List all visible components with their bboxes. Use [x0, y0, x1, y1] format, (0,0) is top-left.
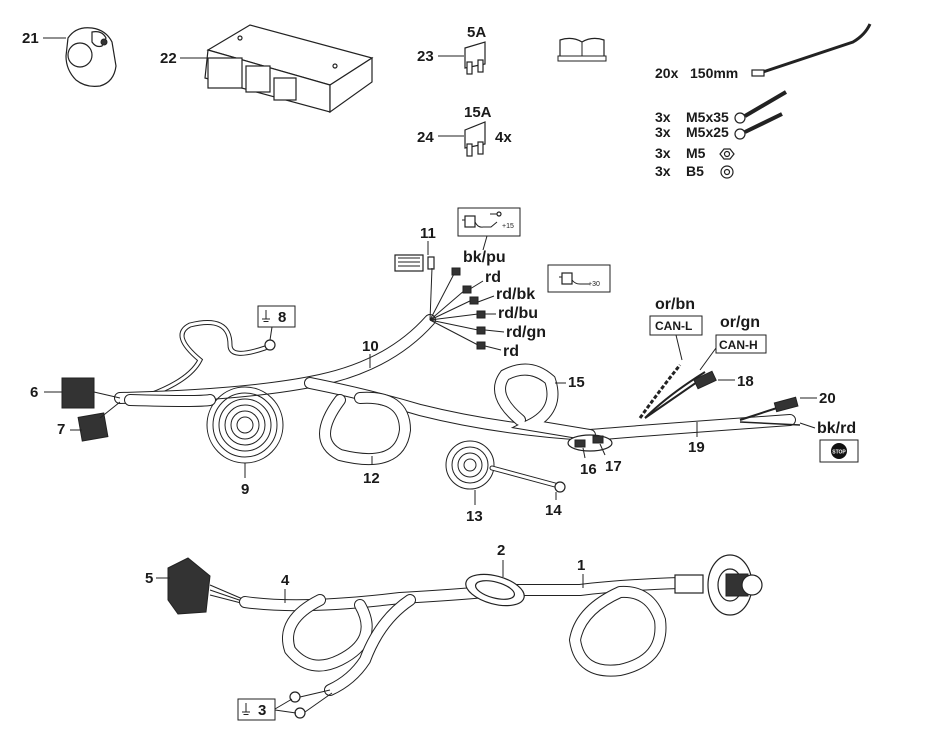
ground-icon — [262, 310, 270, 322]
part-number-5: 5 — [145, 570, 153, 587]
part-number-22: 22 — [160, 50, 177, 67]
wire-color-6: rd — [503, 343, 519, 360]
cable-tie-size: 150mm — [690, 65, 738, 81]
part-number-16: 16 — [580, 461, 597, 478]
nut-icon — [719, 148, 735, 160]
battery-icon — [462, 215, 476, 228]
hardware-name-1: M5x35 — [686, 109, 729, 125]
fuse-15a-icon — [464, 121, 486, 157]
ignition-label: +15 — [502, 223, 514, 230]
part-number-3: 3 — [258, 702, 266, 719]
part-number-20: 20 — [819, 390, 836, 407]
stop-icon: STOP — [831, 443, 847, 459]
hardware-list: 3x M5x35 3x M5x25 3x M5 3x B5 — [655, 90, 788, 179]
part-number-13: 13 — [466, 508, 483, 525]
washer-icon — [720, 165, 734, 179]
fuse-15a-rating: 15A — [464, 104, 492, 121]
part-number-12: 12 — [363, 470, 380, 487]
part-number-17: 17 — [605, 458, 622, 475]
part-number-19: 19 — [688, 439, 705, 456]
wire-color-2: rd — [485, 269, 501, 286]
part-number-14: 14 — [545, 502, 562, 519]
can-low-label: CAN-L — [655, 319, 692, 333]
battery-icon — [559, 272, 573, 285]
part-number-7: 7 — [57, 421, 65, 438]
part-number-1: 1 — [577, 557, 585, 574]
hardware-qty-2: 3x — [655, 124, 671, 140]
hardware-name-3: M5 — [686, 145, 706, 161]
ignition-power-label: +15 — [457, 207, 521, 237]
stop-text: STOP — [832, 450, 846, 456]
stop-wire-color: bk/rd — [817, 420, 856, 437]
book-icon — [557, 37, 607, 62]
wire-color-5: rd/gn — [506, 324, 546, 341]
cable-tie-icon — [751, 23, 872, 77]
key-icon — [490, 211, 502, 217]
hardware-qty-1: 3x — [655, 109, 671, 125]
can-high-color: or/gn — [720, 314, 760, 331]
part-number-9: 9 — [241, 481, 249, 498]
fuse-5a-icon — [464, 41, 486, 75]
part-number-8: 8 — [278, 309, 286, 326]
part-number-6: 6 — [30, 384, 38, 401]
can-low-color: or/bn — [655, 296, 695, 313]
ground-icon — [242, 703, 250, 715]
hardware-qty-4: 3x — [655, 163, 671, 179]
part-number-11: 11 — [420, 225, 436, 242]
trailer-socket — [65, 27, 117, 87]
hardware-name-2: M5x25 — [686, 124, 729, 140]
part-number-10: 10 — [362, 338, 379, 355]
fuse-5a-rating: 5A — [467, 24, 486, 41]
permanent-power-label: +30 — [547, 264, 611, 293]
ground-label-3: 3 — [237, 698, 276, 721]
control-module — [204, 24, 374, 114]
part-number-18: 18 — [737, 373, 754, 390]
cable-tie-quantity: 20x — [655, 65, 679, 81]
ground-label-8: 8 — [257, 305, 296, 328]
hardware-name-4: B5 — [686, 163, 704, 179]
screw-icon — [734, 90, 788, 124]
fuse-15a-quantity: 4x — [495, 129, 512, 146]
part-number-15: 15 — [568, 374, 585, 391]
permanent-label: +30 — [588, 281, 600, 288]
can-high-label: CAN-H — [719, 338, 758, 352]
wire-color-4: rd/bu — [498, 305, 538, 322]
part-number-21: 21 — [22, 30, 39, 47]
rear-harness — [167, 554, 763, 719]
screw-icon — [734, 112, 783, 140]
part-number-2: 2 — [497, 542, 505, 559]
part-number-4: 4 — [281, 572, 290, 589]
part-number-24: 24 — [417, 129, 434, 146]
hardware-qty-3: 3x — [655, 145, 671, 161]
wire-color-1: bk/pu — [463, 249, 506, 266]
main-harness — [61, 254, 801, 493]
wire-color-3: rd/bk — [496, 286, 535, 303]
part-number-23: 23 — [417, 48, 434, 65]
